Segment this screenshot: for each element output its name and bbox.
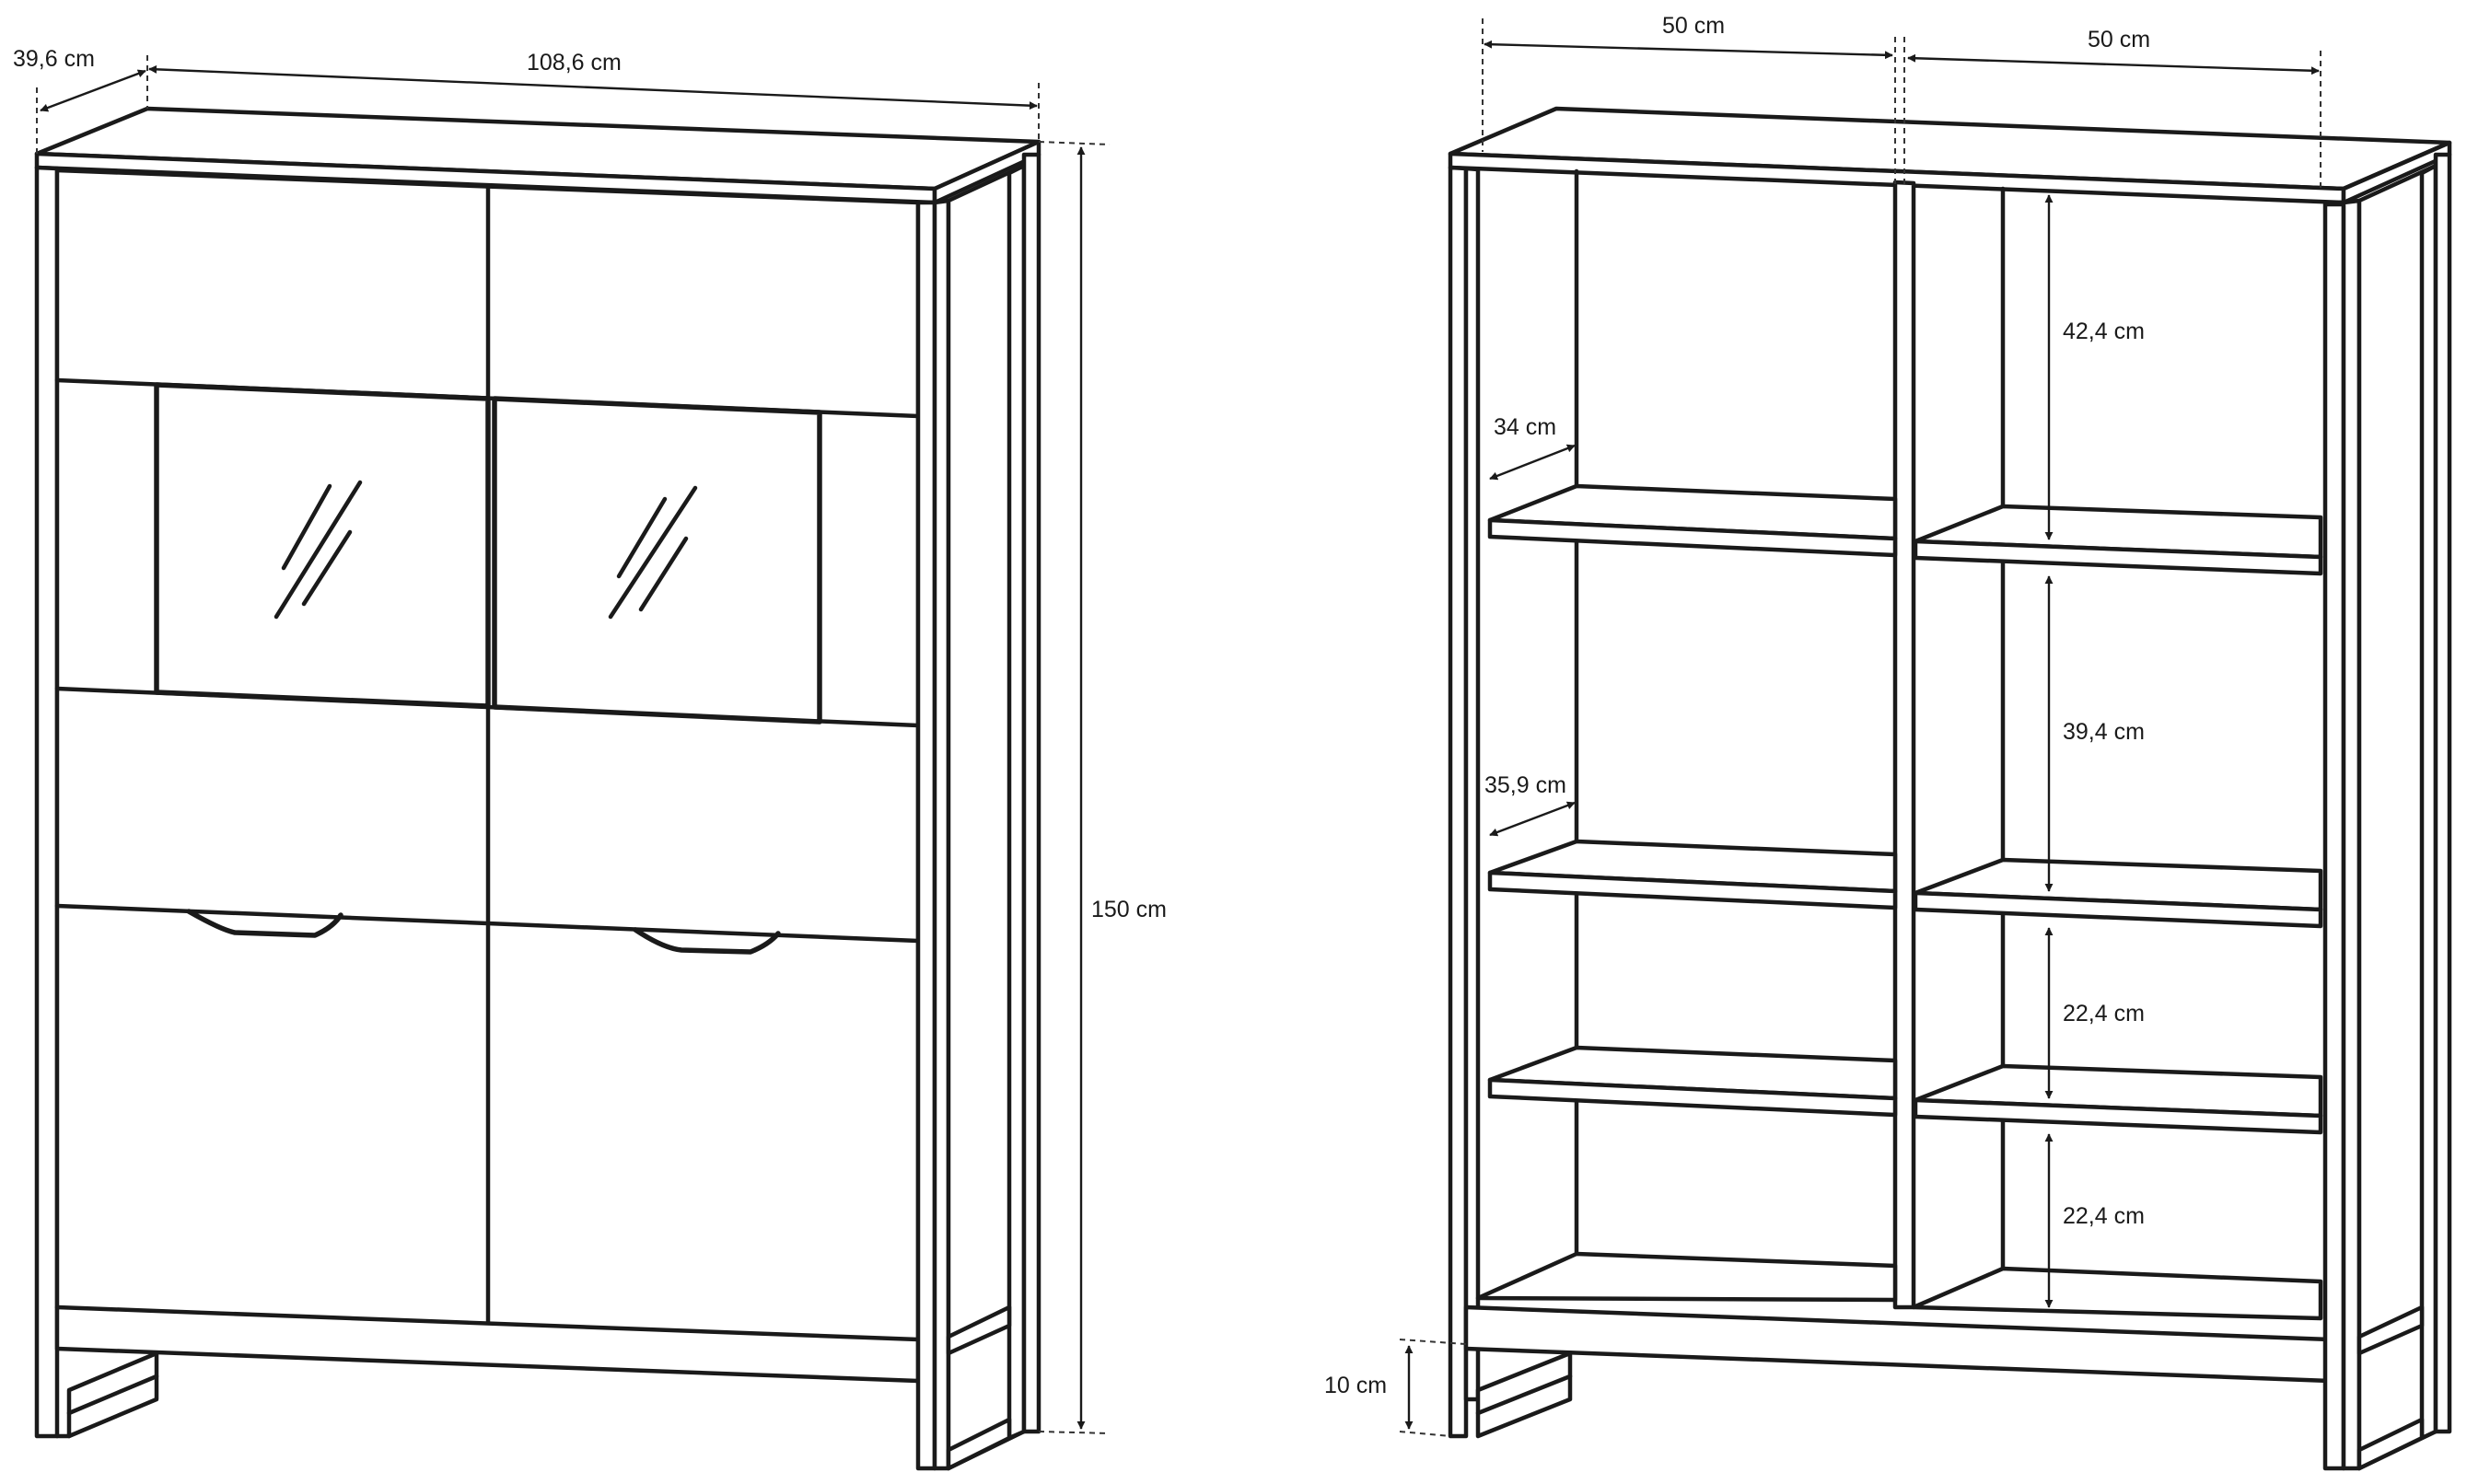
- interior-right-post: [2341, 198, 2362, 1471]
- shelf-depth-middle-line: [1489, 801, 1576, 837]
- glass-reflection-right: [608, 485, 698, 620]
- interior-bottom-left: [1475, 1251, 1898, 1303]
- interior-right-stretcher-bottom: [2356, 1417, 2425, 1471]
- front-right-post-inner: [915, 200, 937, 1471]
- interior-dimensions: 50 cm 50 cm 34 cm 35,9 cm 42,4 cm 39,4 c…: [1324, 13, 2322, 1437]
- interior-shelf-left-2: [1487, 839, 1898, 910]
- right-compartment-width-line: [1907, 53, 2320, 75]
- spacing-1-label: 42,4 cm: [2063, 319, 2145, 344]
- front-right-back-post: [1007, 163, 1027, 1441]
- shelf-depth-middle-label: 35,9 cm: [1484, 772, 1566, 798]
- interior-shelf-right-3: [1913, 1063, 2323, 1135]
- handle-left: [186, 909, 343, 938]
- interior-shelf-right-1: [1913, 504, 2323, 576]
- interior-shelf-left-3: [1487, 1045, 1898, 1118]
- front-right-stretcher-bottom: [946, 1417, 1012, 1471]
- interior-bottom-right: [1911, 1266, 2323, 1321]
- width-dimension-line: [148, 64, 1038, 110]
- shelf-depth-top-line: [1489, 444, 1576, 481]
- handle-right: [633, 927, 781, 955]
- height-label: 150 cm: [1091, 897, 1167, 922]
- front-left-post: [34, 165, 60, 1439]
- leg-height-label: 10 cm: [1324, 1373, 1387, 1398]
- front-dimensions: 39,6 cm 108,6 cm 150 cm: [13, 46, 1167, 1434]
- front-cabinet: [34, 106, 1041, 1471]
- glass-reflection-left: [273, 480, 363, 620]
- interior-center-divider: [1892, 180, 1916, 1310]
- spacing-3-label: 22,4 cm: [2063, 1001, 2145, 1026]
- depth-dimension-line: [40, 69, 146, 112]
- width-label: 108,6 cm: [527, 50, 622, 75]
- interior-right-stretcher-top: [2356, 1304, 2425, 1356]
- front-right-stretcher-top: [946, 1304, 1012, 1356]
- interior-left-post: [1448, 165, 1469, 1439]
- left-compartment-width-line: [1484, 40, 1893, 60]
- right-compartment-width-label: 50 cm: [2088, 27, 2150, 52]
- interior-left-post-inner: [1463, 166, 1481, 1402]
- left-compartment-width-label: 50 cm: [1662, 13, 1725, 39]
- depth-label: 39,6 cm: [13, 46, 95, 72]
- spacing-2-label: 39,4 cm: [2063, 719, 2145, 745]
- interior-right-post-inner: [2322, 202, 2346, 1471]
- interior-plinth: [1463, 1304, 2333, 1384]
- interior-shelf-left-1: [1487, 483, 1898, 558]
- glass-door-right: [492, 396, 822, 725]
- shelf-depth-top-label: 34 cm: [1494, 414, 1556, 440]
- interior-cabinet: [1448, 106, 2452, 1471]
- front-right-back-edge: [1021, 152, 1041, 1434]
- interior-right-back-edge: [2433, 152, 2452, 1434]
- interior-shelf-right-2: [1913, 857, 2323, 929]
- spacing-4-label: 22,4 cm: [2063, 1203, 2145, 1229]
